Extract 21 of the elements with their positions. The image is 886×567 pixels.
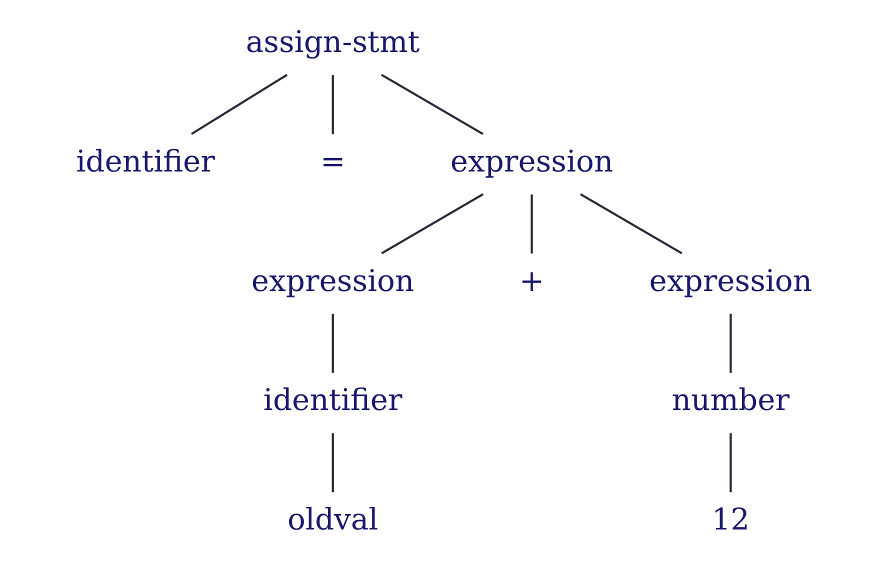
node-text: expression: [450, 144, 613, 180]
node-text: assign-stmt: [245, 25, 420, 60]
connector: [729, 433, 732, 492]
connector: [530, 194, 532, 254]
node-text: 12: [711, 502, 750, 538]
connector: [380, 193, 484, 254]
node-text: +: [518, 264, 544, 299]
connector: [331, 314, 334, 373]
node-text: number: [671, 383, 790, 418]
connector: [331, 433, 334, 492]
connector: [380, 74, 483, 135]
node-text: expression: [648, 264, 812, 299]
node-text: identifier: [76, 144, 214, 180]
node-text: expression: [250, 264, 414, 299]
connector: [331, 75, 334, 134]
node-text: identifier: [262, 383, 402, 418]
connector: [579, 193, 682, 254]
node-text: oldval: [286, 502, 378, 538]
connector: [729, 314, 732, 373]
node-text: =: [320, 144, 345, 180]
connector: [190, 74, 288, 135]
